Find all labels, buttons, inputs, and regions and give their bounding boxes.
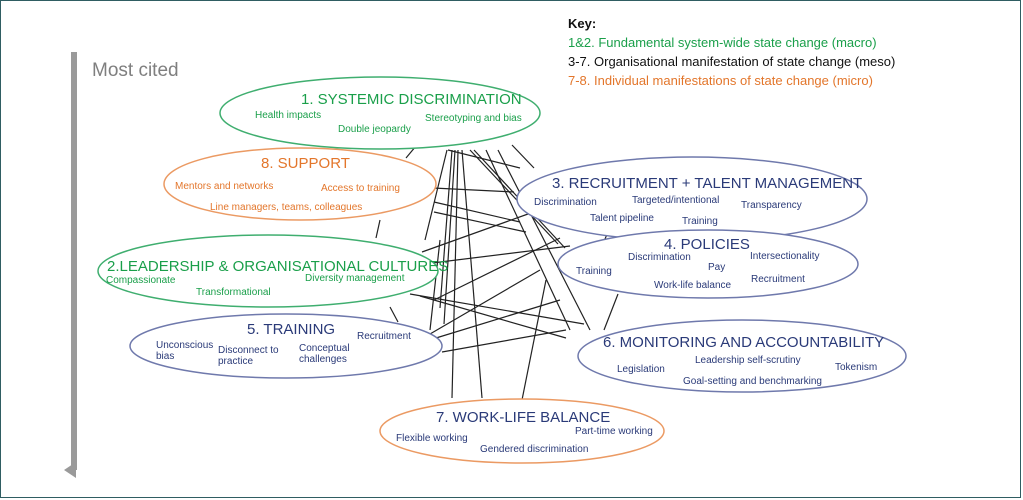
node-item: Diversity management [305,273,405,284]
node-item: Intersectionality [750,251,820,262]
connector-line [409,293,585,325]
node-item: Targeted/intentional [632,195,720,206]
node-title-training: 5. TRAINING [247,321,336,338]
node-item: Stereotyping and bias [425,113,522,124]
connector-line [441,329,567,353]
node-item: Training [682,216,718,227]
connector-line [435,299,561,339]
node-title-work-life-balance: 7. WORK-LIFE BALANCE [436,409,611,426]
most-cited-label: Most cited [92,60,179,81]
connector-line [451,149,459,399]
connector-line [429,239,441,331]
node-item: Recruitment [357,331,411,342]
key-micro: 7-8. Individual manifestations of state … [568,73,873,88]
node-item: Part-time working [575,426,653,437]
node-item: Pay [708,262,726,273]
node-item: Gendered discrimination [480,444,589,455]
node-item: Discrimination [628,252,691,263]
node-item: Disconnect to practice [218,345,279,367]
node-item: Talent pipeline [590,213,654,224]
node-item: Legislation [617,364,665,375]
ellipse-support [163,147,437,221]
node-item: Leadership self-scrutiny [695,355,801,366]
node-item: Double jeopardy [338,124,411,135]
node-title-monitoring: 6. MONITORING AND ACCOUNTABILITY [603,334,885,351]
connector-line [461,149,483,399]
key-macro: 1&2. Fundamental system-wide state chang… [568,35,877,50]
node-title-leadership: 2.LEADERSHIP & ORGANISATIONAL CULTURES [107,258,449,275]
key-legend: Key: 1&2. Fundamental system-wide state … [568,14,895,90]
node-item: Work-life balance [654,280,732,291]
node-item: Mentors and networks [175,181,274,192]
connector-line [511,144,535,169]
connector-line [433,201,521,223]
node-item: Conceptual challenges [299,343,350,365]
connector-line [423,245,571,265]
node-item: Goal-setting and benchmarking [683,376,822,387]
node-item: Transformational [196,287,271,298]
connector-line [497,149,591,331]
connector-line [389,306,399,323]
node-item: Flexible working [396,433,468,444]
connector-line [419,295,567,339]
connector-line [421,213,529,253]
connector-line [429,269,541,335]
ellipse-work-life-balance [379,398,665,464]
node-item: Recruitment [751,274,805,285]
node-item: Line managers, teams, colleagues [210,202,363,213]
connector-line [485,149,571,331]
key-meso: 3-7. Organisational manifestation of sta… [568,54,896,69]
connector-line [432,187,515,193]
ellipse-training [129,313,443,379]
connector-line [433,211,527,233]
node-item: Transparency [741,200,802,211]
node-title-policies: 4. POLICIES [664,236,750,253]
node-item: Tokenism [835,362,878,373]
node-title-systemic: 1. SYSTEMIC DISCRIMINATION [301,91,522,108]
connector-line [603,293,619,331]
connector-line [439,149,453,309]
node-item: Access to training [321,183,400,194]
connector-line [375,219,381,239]
connector-line [424,149,448,241]
node-title-recruitment: 3. RECRUITMENT + TALENT MANAGEMENT [552,175,863,192]
node-item: Compassionate [106,275,176,286]
node-item: Health impacts [255,110,322,121]
node-item: Training [576,266,612,277]
ellipse-policies [557,229,859,299]
connector-line [469,149,559,245]
connector-line [443,149,456,325]
connector-line [433,237,561,301]
node-item: Unconscious bias [156,340,214,362]
key-title: Key: [568,16,597,31]
ellipse-systemic-discrimination [219,76,541,150]
ellipse-leadership-cultures [97,234,439,308]
node-item: Discrimination [534,197,597,208]
connector-line [447,149,521,169]
node-title-support: 8. SUPPORT [261,155,350,172]
ellipse-monitoring-accountability [577,319,907,393]
connector-line [521,279,547,401]
